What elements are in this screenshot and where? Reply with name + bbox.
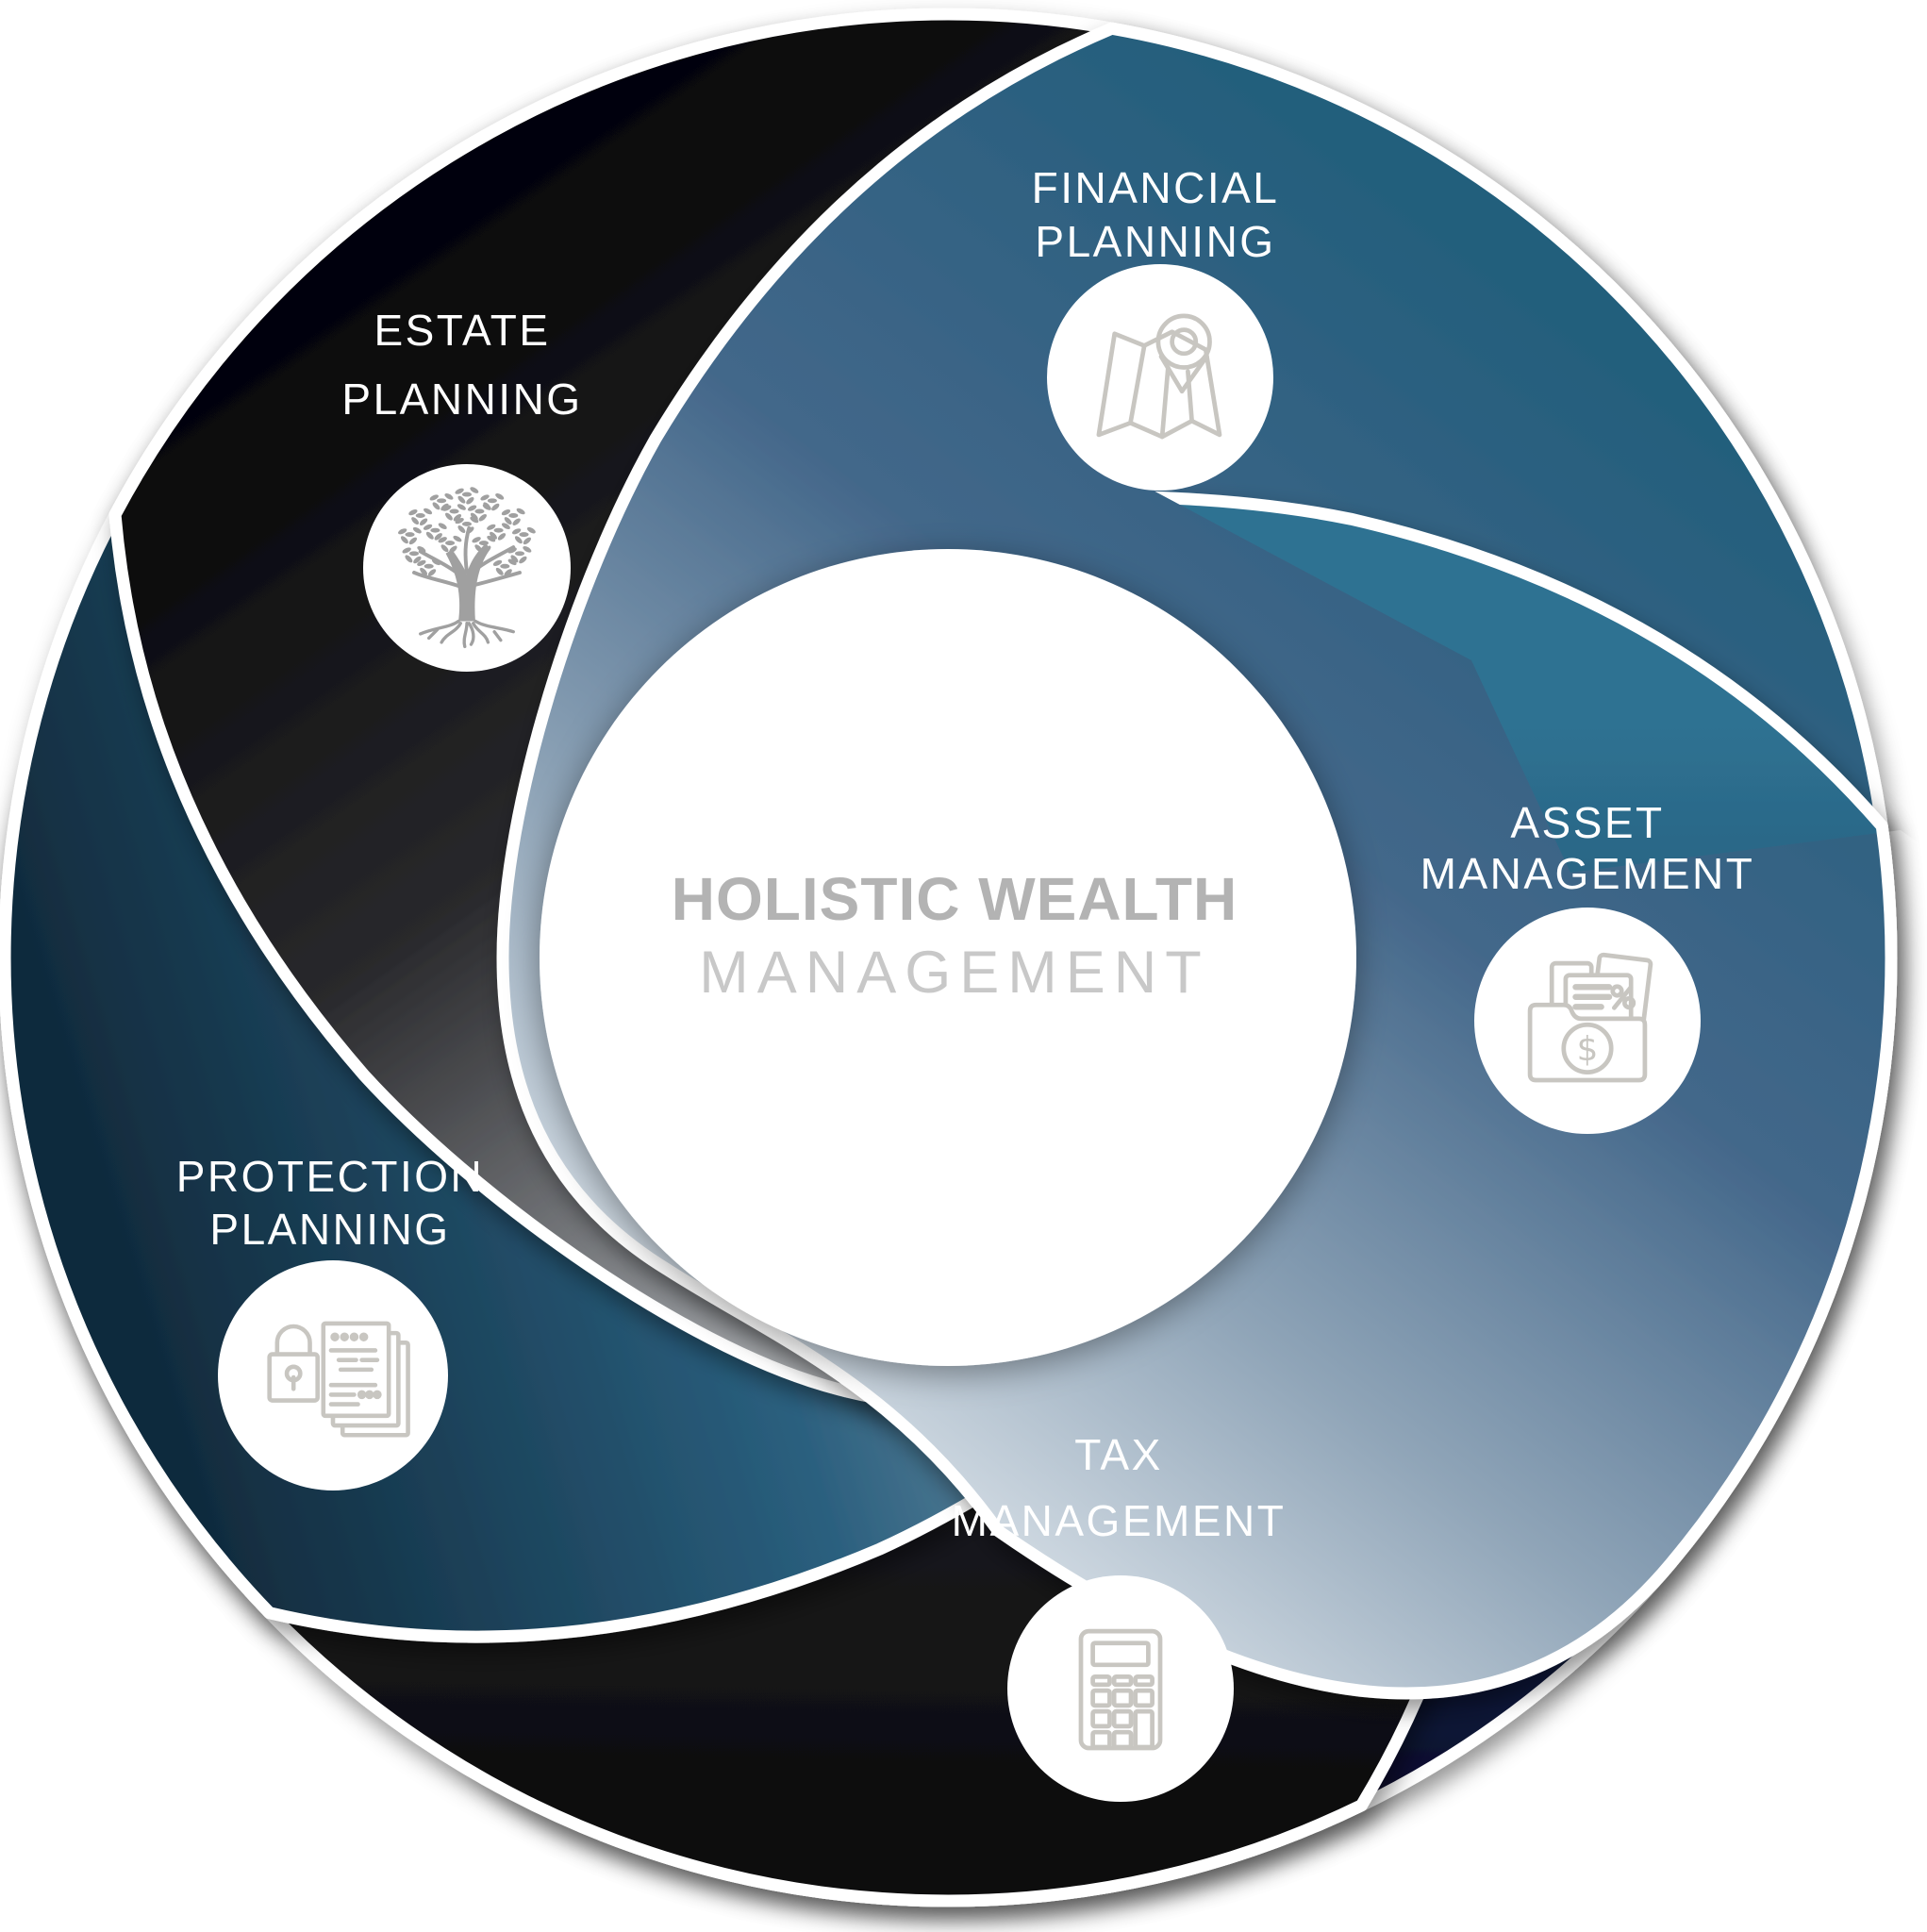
petal-labels: FINANCIAL PLANNING ASSET MANAGEMENT TAX … xyxy=(176,163,1755,1545)
estate-planning-label-line1: ESTATE xyxy=(374,306,550,355)
financial-planning-label-line2: PLANNING xyxy=(1035,217,1275,266)
asset-management-label-line2: MANAGEMENT xyxy=(1420,849,1755,898)
tree-roots-icon xyxy=(363,464,571,672)
estate-planning-label-line2: PLANNING xyxy=(341,375,582,424)
map-location-pin-icon xyxy=(1047,264,1273,491)
folder-dollar-percent-icon xyxy=(1474,908,1701,1134)
petal-icons xyxy=(218,264,1701,1802)
center-title-line2: MANAGEMENT xyxy=(699,940,1210,1006)
financial-planning-label-line1: FINANCIAL xyxy=(1032,163,1280,212)
tax-management-label-line2: MANAGEMENT xyxy=(952,1496,1287,1545)
padlock-documents-icon xyxy=(218,1260,448,1491)
asset-management-label-line1: ASSET xyxy=(1510,798,1664,847)
calculator-icon xyxy=(1007,1575,1234,1802)
protection-planning-label-line1: PROTECTION xyxy=(176,1152,485,1201)
center-circle xyxy=(540,549,1356,1366)
center-title-line1: HOLISTIC WEALTH xyxy=(672,865,1238,933)
protection-planning-label-line2: PLANNING xyxy=(209,1205,450,1254)
tax-management-label-line1: TAX xyxy=(1074,1430,1163,1479)
